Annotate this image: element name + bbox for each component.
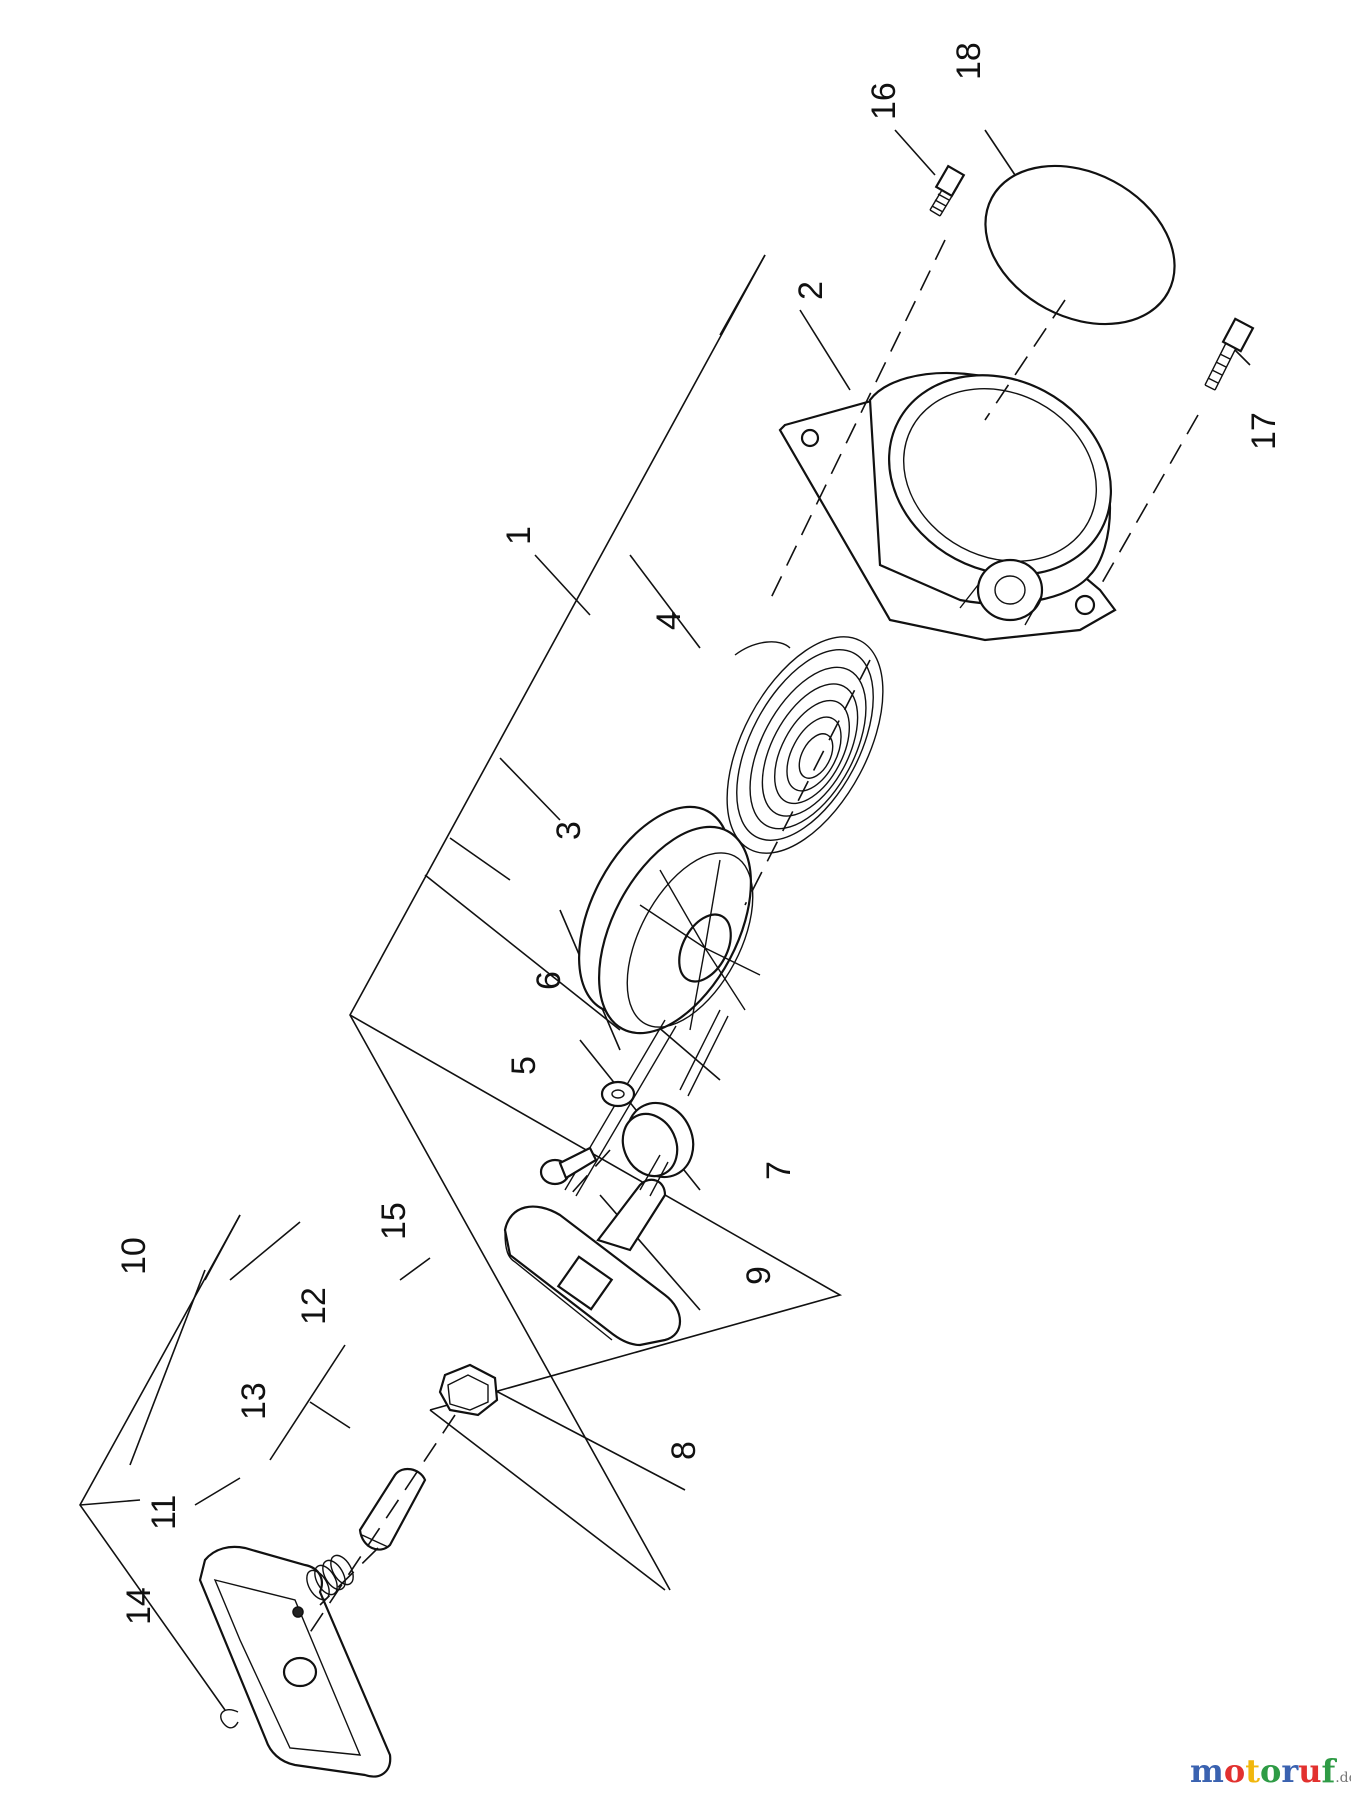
label-18: 18 [950, 42, 988, 80]
housing-part-2 [778, 371, 1117, 642]
spiral-spring-part-4 [726, 636, 884, 854]
screw-part-16 [929, 164, 966, 217]
watermark-logo: motoruf.de [1190, 1752, 1351, 1790]
leader-lines-bracket-1 [424, 554, 721, 1491]
label-16: 16 [865, 82, 903, 120]
label-17: 17 [1245, 412, 1283, 450]
washer-part-6 [600, 1080, 636, 1108]
group-bracket-10 [79, 1214, 241, 1711]
label-3: 3 [550, 821, 588, 840]
grommet-part-9 [621, 1101, 695, 1179]
nut-part-15 [438, 1363, 499, 1417]
handle-part-8 [503, 1154, 681, 1347]
cap-part-11 [198, 1545, 392, 1778]
group-bracket-1 [349, 254, 843, 1591]
watermark-letter: o [1259, 1752, 1282, 1790]
label-2: 2 [792, 281, 830, 300]
label-8: 8 [665, 1441, 703, 1460]
watermark-letter: m [1190, 1752, 1224, 1790]
label-10: 10 [115, 1237, 153, 1275]
screw-part-5 [539, 1146, 598, 1186]
watermark-letter: t [1245, 1752, 1260, 1790]
label-4: 4 [650, 611, 688, 630]
leader-lines-top [799, 129, 1251, 391]
leader-lines-bracket-10 [129, 1221, 431, 1506]
part-labels: 1 2 3 4 5 6 7 8 9 10 11 12 13 14 15 16 1… [115, 42, 1283, 1625]
label-12: 12 [295, 1287, 333, 1325]
spring-part-13 [306, 1554, 354, 1601]
watermark-letter: u [1298, 1752, 1322, 1790]
label-7: 7 [760, 1161, 798, 1180]
label-15: 15 [375, 1202, 413, 1240]
axis-lines [304, 239, 1199, 1641]
label-13: 13 [235, 1382, 273, 1420]
watermark-letter: o [1223, 1752, 1246, 1790]
label-1: 1 [500, 526, 538, 545]
label-5: 5 [505, 1056, 543, 1075]
screw-part-17 [1204, 317, 1255, 391]
pulley-part-3 [577, 805, 761, 1035]
label-6: 6 [530, 971, 568, 990]
label-14: 14 [120, 1587, 158, 1625]
label-11: 11 [145, 1495, 183, 1530]
clip-part-14 [220, 1708, 239, 1729]
watermark-letter: f [1321, 1752, 1336, 1790]
cover-disc-part-18 [984, 164, 1176, 326]
watermark-letter: r [1281, 1752, 1299, 1790]
label-9: 9 [740, 1266, 778, 1285]
watermark-suffix: .de [1335, 1770, 1351, 1786]
